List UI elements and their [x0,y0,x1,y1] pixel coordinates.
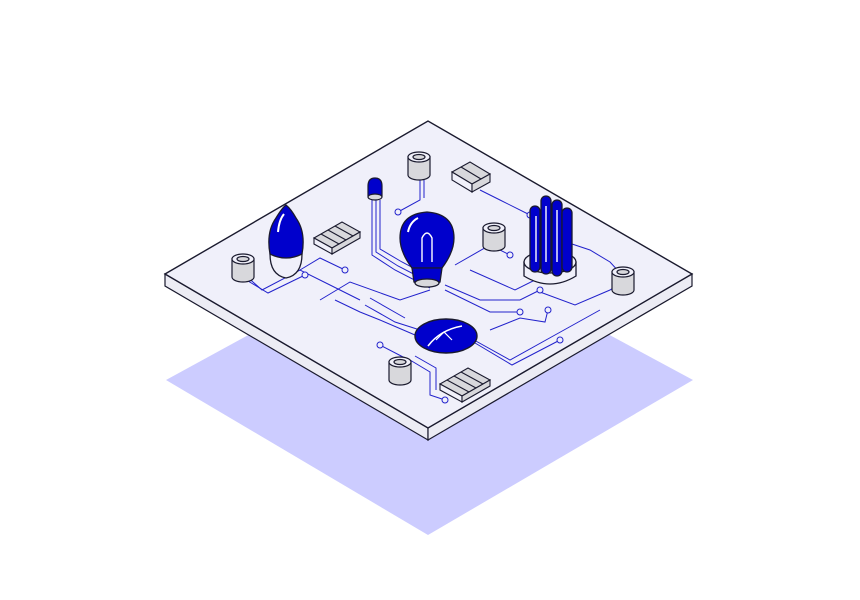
pin-header [312,221,362,255]
trace-pads [301,208,564,404]
pin-header [438,367,492,403]
cfl-bulb [523,195,577,285]
led-bulb [367,177,383,201]
pin-header [450,161,492,193]
capacitor [611,266,635,296]
capacitor [407,151,431,181]
candle-bulb [268,204,304,279]
capacitor [231,253,255,283]
capacitor [388,356,412,386]
recessed-bulb [414,318,478,354]
capacitor [482,222,506,252]
incandescent-bulb [399,211,455,288]
